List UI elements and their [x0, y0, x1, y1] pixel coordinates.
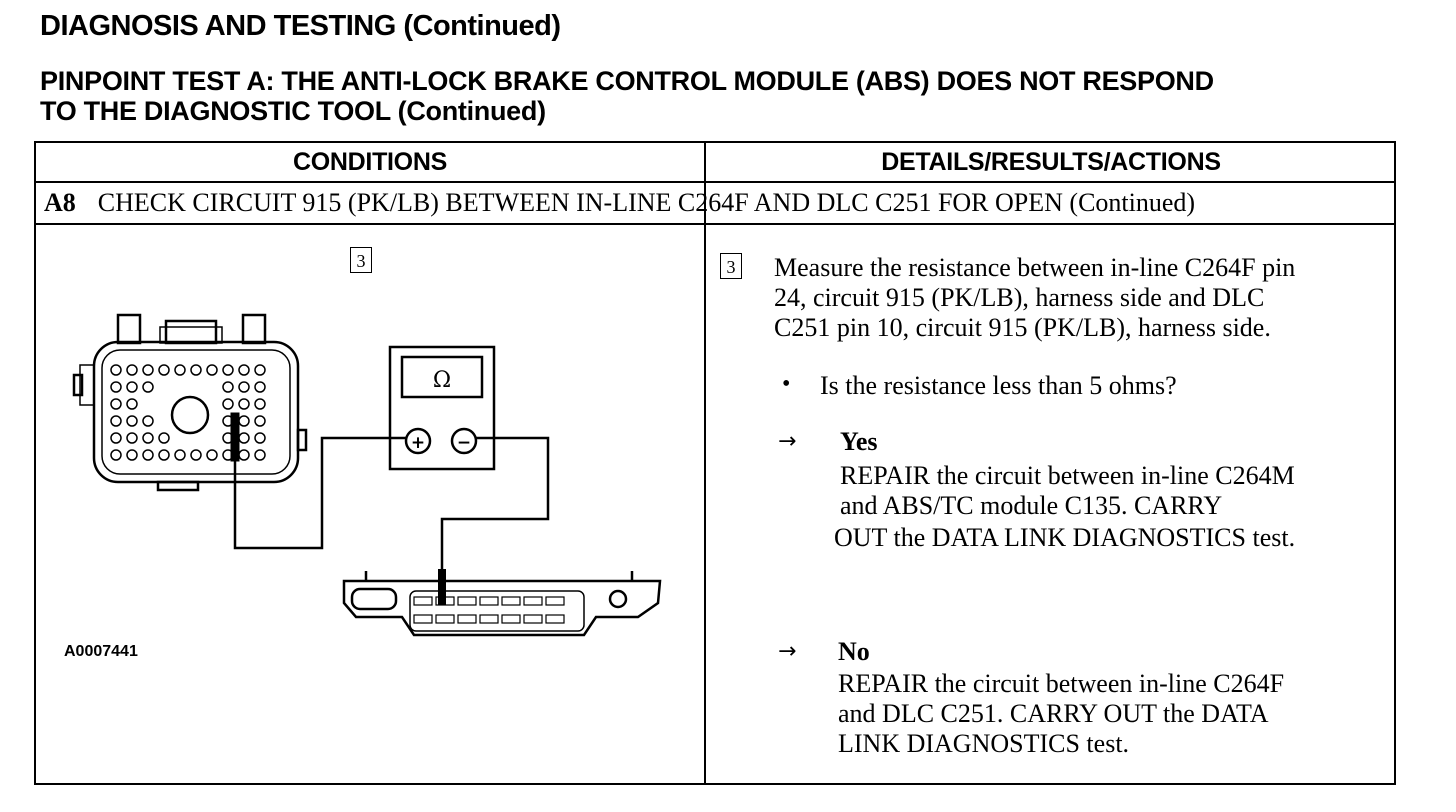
step-id: A8: [44, 188, 76, 217]
yes-line-1: REPAIR the circuit between in-line C264M: [840, 461, 1295, 490]
yes-arrow-icon: →: [778, 429, 797, 454]
question-bullet: •: [782, 371, 791, 397]
instruction-line-2: 24, circuit 915 (PK/LB), harness side an…: [774, 283, 1265, 312]
ohm-symbol: Ω: [433, 368, 451, 393]
yes-line-2: and ABS/TC module C135. CARRY: [840, 491, 1223, 520]
no-line-1: REPAIR the circuit between in-line C264F: [838, 669, 1285, 698]
step-rule: [36, 223, 1394, 225]
column-divider: [704, 223, 706, 783]
details-step-box: 3: [720, 253, 742, 279]
figure-id: A0007441: [64, 643, 138, 660]
plus-terminal: +: [411, 433, 425, 453]
abs-probe: [230, 412, 240, 462]
dlc-connector: [342, 571, 662, 637]
abs-connector-pins: [110, 364, 266, 461]
wiring-diagram: Ω + −: [72, 313, 662, 637]
no-line-3: LINK DIAGNOSTICS test.: [838, 729, 1130, 758]
header-divider: [704, 143, 706, 223]
pinpoint-table: CONDITIONS DETAILS/RESULTS/ACTIONS A8 CHE…: [34, 141, 1396, 785]
figure-step-box: 3: [350, 247, 372, 273]
details-header: DETAILS/RESULTS/ACTIONS: [881, 148, 1221, 176]
no-label: No: [838, 637, 870, 666]
pinpoint-test-title-line2: TO THE DIAGNOSTIC TOOL (Continued): [40, 96, 546, 126]
instruction-line-1: Measure the resistance between in-line C…: [774, 253, 1296, 282]
no-line-2: and DLC C251. CARRY OUT the DATA: [838, 699, 1269, 728]
pinpoint-test-title: PINPOINT TEST A: THE ANTI-LOCK BRAKE CON…: [40, 66, 1214, 126]
no-arrow-icon: →: [778, 639, 797, 664]
step-title: CHECK CIRCUIT 915 (PK/LB) BETWEEN IN-LIN…: [97, 188, 1196, 217]
page-title: DIAGNOSIS AND TESTING (Continued): [40, 10, 561, 42]
conditions-header: CONDITIONS: [293, 148, 447, 176]
instruction-line-3: C251 pin 10, circuit 915 (PK/LB), harnes…: [774, 313, 1271, 342]
minus-terminal: −: [457, 433, 471, 453]
multimeter: [388, 345, 496, 471]
question-text: Is the resistance less than 5 ohms?: [820, 371, 1177, 400]
dlc-probe: [438, 569, 446, 605]
yes-line-3: OUT the DATA LINK DIAGNOSTICS test.: [834, 523, 1296, 552]
step-row: A8 CHECK CIRCUIT 915 (PK/LB) BETWEEN IN-L…: [44, 183, 1195, 223]
header-rule: [36, 181, 1394, 183]
yes-label: Yes: [840, 427, 878, 456]
pinpoint-test-title-line1: PINPOINT TEST A: THE ANTI-LOCK BRAKE CON…: [40, 66, 1214, 96]
abs-connector: [72, 313, 308, 492]
test-leads: [233, 436, 550, 575]
